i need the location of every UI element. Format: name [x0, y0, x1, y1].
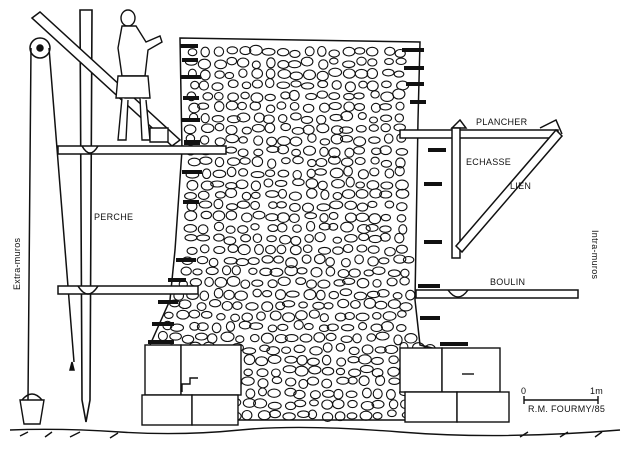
lower-boulin-left	[57, 285, 199, 295]
facing-courses	[148, 44, 468, 346]
label-echasse: ECHASSE	[466, 157, 512, 167]
label-perche: PERCHE	[94, 212, 134, 222]
right-scaffold	[399, 118, 579, 299]
label-boulin: BOULIN	[490, 277, 526, 287]
scale-one: 1m	[590, 386, 604, 396]
label-lien: LIEN	[510, 181, 532, 191]
label-extra-muros: Extra-muros	[12, 237, 22, 290]
foundation-blocks	[141, 344, 510, 426]
scale-zero: 0	[521, 386, 527, 396]
credit-label: R.M. FOURMY/85	[528, 404, 606, 414]
label-plancher: PLANCHER	[476, 117, 528, 127]
perche-pole	[79, 9, 93, 423]
label-intra-muros: Intra-muros	[590, 230, 600, 280]
bucket	[19, 393, 45, 425]
worker-figure	[115, 9, 169, 143]
rubble-wall	[149, 37, 441, 422]
scale-bar	[523, 396, 599, 404]
upper-platform-left	[57, 145, 227, 155]
ground	[9, 426, 621, 439]
